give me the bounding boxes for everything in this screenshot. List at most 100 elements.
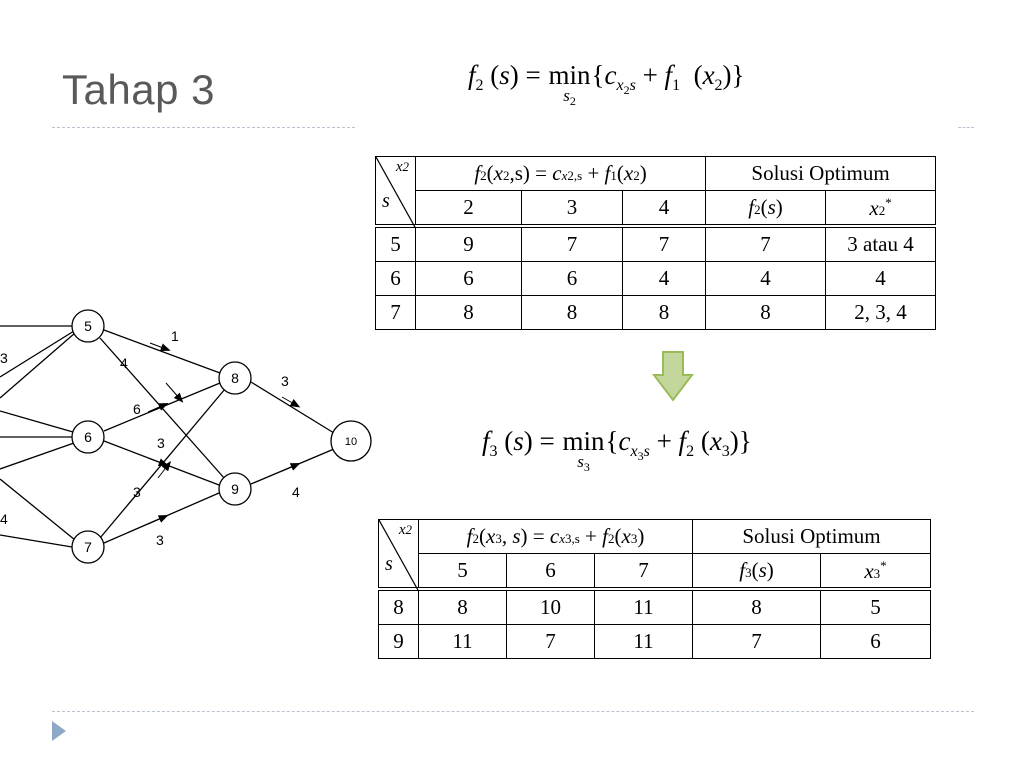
arrow xyxy=(147,457,169,466)
table-stage-3: x2 s f2(x3, s) = cx3,s + f2(x3) Solusi O… xyxy=(378,519,931,659)
cell-fs: 7 xyxy=(692,624,821,659)
column-header: 5 xyxy=(418,553,507,590)
node-7: 7 xyxy=(71,530,105,564)
down-arrow-icon xyxy=(652,351,694,402)
row-s: 7 xyxy=(375,295,416,330)
cell: 7 xyxy=(521,224,623,262)
cell: 11 xyxy=(594,587,693,625)
cell: 4 xyxy=(621,261,707,296)
cell: 7 xyxy=(506,624,595,659)
table-row: 6 6 6 4 4 4 xyxy=(375,261,937,296)
arrow xyxy=(281,396,301,408)
corner-x-label: x2 xyxy=(395,159,409,175)
svg-text:8: 8 xyxy=(231,370,239,386)
corner-diagonal xyxy=(376,157,416,229)
cell-fs: 4 xyxy=(705,261,827,296)
table-row: 8 8 10 11 8 5 xyxy=(378,587,931,625)
arrow xyxy=(165,382,184,403)
corner-s-label: s xyxy=(382,190,390,212)
cell-xstar: 4 xyxy=(825,261,937,296)
node-9: 9 xyxy=(218,472,252,506)
partial-weight: 3 xyxy=(0,350,8,366)
cell-fs: 8 xyxy=(692,587,821,625)
corner-x-label: x2 xyxy=(398,522,412,538)
column-header-xstar: x2* xyxy=(825,190,937,227)
header-optimum: Solusi Optimum xyxy=(692,519,931,554)
table-stage-2: x2 s f2(x2,s) = cx2,s + f1(x2) Solusi Op… xyxy=(375,156,937,330)
node-10: 10 xyxy=(330,420,372,462)
partial-edge xyxy=(0,534,73,548)
cell: 11 xyxy=(594,624,693,659)
slide-bullet-icon xyxy=(52,721,66,741)
edge-weight: 3 xyxy=(281,373,289,389)
arrow xyxy=(147,402,169,413)
partial-edge xyxy=(0,410,74,433)
node-6: 6 xyxy=(71,420,105,454)
table-row: 5 9 7 7 7 3 atau 4 xyxy=(375,224,937,262)
partial-edge xyxy=(0,332,76,399)
cell: 6 xyxy=(521,261,623,296)
row-s: 9 xyxy=(378,624,419,659)
cell-fs: 8 xyxy=(705,295,827,330)
edge-weights: 1 4 6 3 3 3 3 4 xyxy=(120,328,300,548)
row-s: 5 xyxy=(375,224,416,262)
table-corner: x2 s xyxy=(378,519,419,592)
edge-weight: 1 xyxy=(171,328,179,344)
corner-s-label: s xyxy=(385,553,393,575)
arrow xyxy=(147,514,169,525)
column-header-fs: f3(s) xyxy=(692,553,821,590)
edge-weight: 4 xyxy=(120,355,128,371)
edges xyxy=(99,329,335,544)
cell: 11 xyxy=(418,624,507,659)
column-header: 2 xyxy=(415,190,522,227)
cell-xstar: 3 atau 4 xyxy=(825,224,937,262)
title-divider xyxy=(52,127,355,128)
cell-xstar: 5 xyxy=(820,587,931,625)
svg-text:5: 5 xyxy=(84,318,92,334)
arrow xyxy=(149,342,171,351)
column-header-xstar: x3* xyxy=(820,553,931,590)
arrow xyxy=(281,463,301,472)
header-optimum: Solusi Optimum xyxy=(705,156,937,191)
network-graph: 3 4 1 4 6 3 3 3 3 4 5 6 7 8 9 10 xyxy=(0,309,372,564)
column-header-fs: f2(s) xyxy=(705,190,827,227)
header-cost-function: f2(x3, s) = cx3,s + f2(x3) xyxy=(418,519,693,554)
cell: 6 xyxy=(415,261,522,296)
edge-weight: 3 xyxy=(156,532,164,548)
header-cost-function: f2(x2,s) = cx2,s + f1(x2) xyxy=(414,156,707,191)
cell-xstar: 6 xyxy=(820,624,931,659)
node-5: 5 xyxy=(71,309,105,343)
edge-weight: 3 xyxy=(133,484,141,500)
cell-xstar: 2, 3, 4 xyxy=(825,295,937,330)
footer-divider xyxy=(52,711,974,712)
arrow xyxy=(157,461,172,479)
cell: 7 xyxy=(621,224,707,262)
table-corner: x2 s xyxy=(375,156,416,229)
edge-weight: 6 xyxy=(133,401,141,417)
column-header: 4 xyxy=(621,190,707,227)
table-row: 7 8 8 8 8 2, 3, 4 xyxy=(375,295,937,330)
edge-weight: 4 xyxy=(292,484,300,500)
nodes: 5 6 7 8 9 10 xyxy=(71,309,372,564)
edge-arrows xyxy=(147,342,301,525)
column-header: 3 xyxy=(521,190,623,227)
partial-edge xyxy=(0,442,75,470)
edge-6-8 xyxy=(103,382,221,432)
column-header: 7 xyxy=(594,553,693,590)
edge-5-9 xyxy=(99,337,226,480)
cell: 8 xyxy=(621,295,707,330)
cell-fs: 7 xyxy=(705,224,827,262)
row-s: 6 xyxy=(375,261,416,296)
column-header: 6 xyxy=(506,553,595,590)
row-s: 8 xyxy=(378,587,419,625)
node-8: 8 xyxy=(218,361,252,395)
table-row: 9 11 7 11 7 6 xyxy=(378,624,931,659)
cell: 8 xyxy=(521,295,623,330)
partial-edges xyxy=(0,325,76,548)
partial-edge xyxy=(0,330,75,378)
edge-weight: 3 xyxy=(157,435,165,451)
partial-edge xyxy=(0,478,76,541)
